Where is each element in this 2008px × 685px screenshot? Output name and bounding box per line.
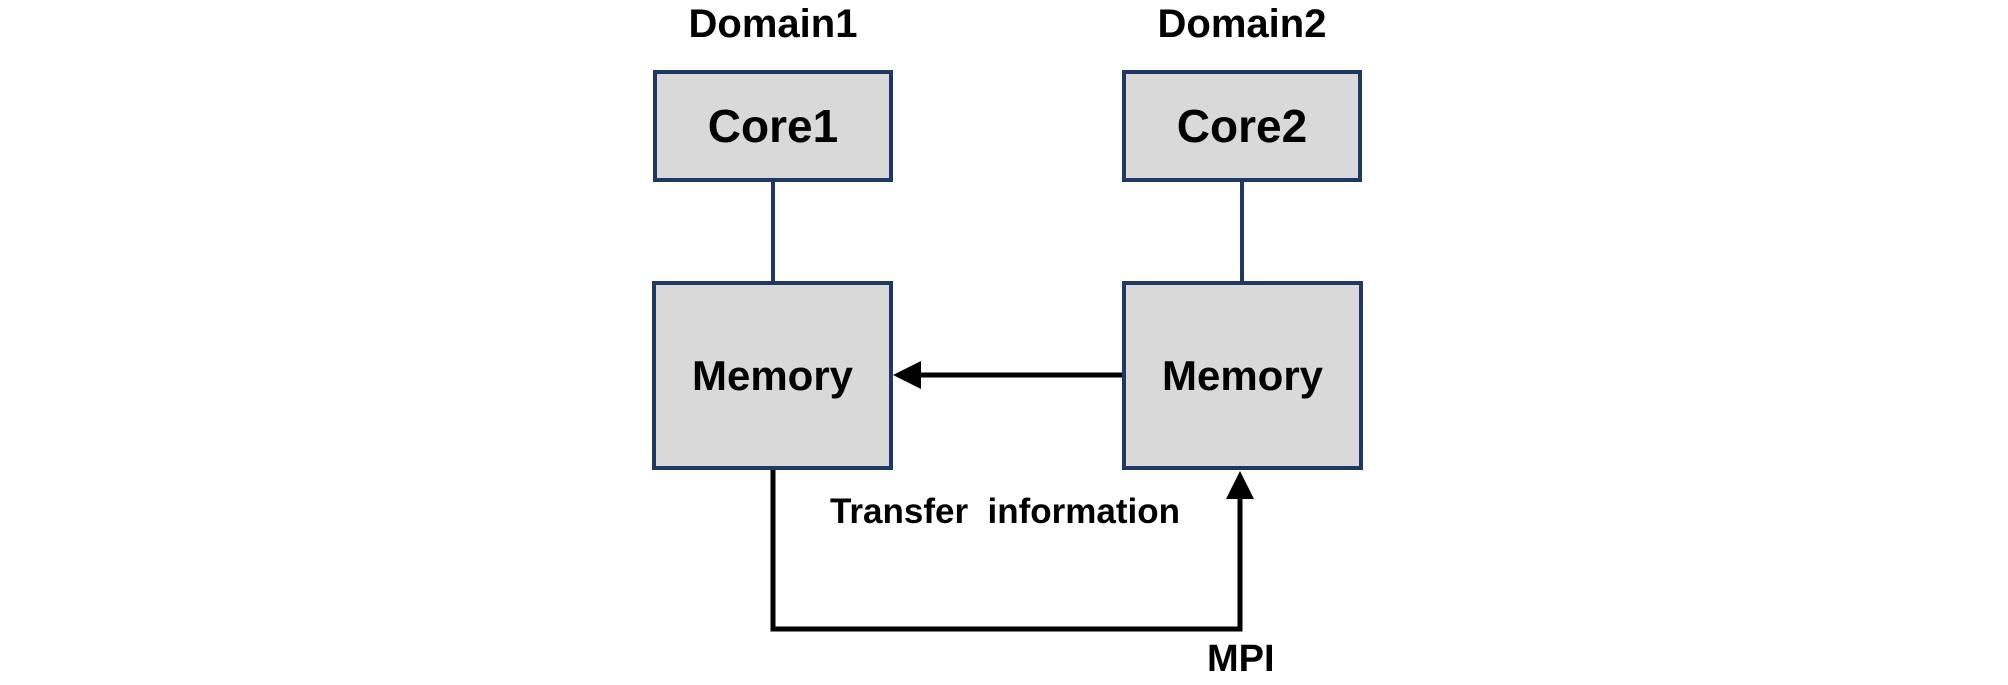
core2-label: Core2 [1176, 100, 1308, 152]
core2-box: Core2 [1122, 70, 1362, 182]
memory2-label: Memory [1161, 351, 1324, 399]
domain1-label: Domain1 [688, 2, 858, 46]
memory1-box: Memory [652, 281, 893, 470]
domain2-label: Domain2 [1157, 2, 1327, 46]
left-arrowhead-icon [893, 361, 921, 389]
memory1-label: Memory [691, 351, 854, 399]
core1-label: Core1 [707, 100, 839, 152]
core1-box: Core1 [653, 70, 893, 182]
mpi-transfer-path [770, 470, 1243, 632]
transfer-information-label: Transfer information [829, 492, 1181, 531]
mpi-label: MPI [1207, 638, 1275, 680]
memory2-box: Memory [1122, 281, 1363, 470]
up-arrowhead-icon [1226, 471, 1254, 499]
